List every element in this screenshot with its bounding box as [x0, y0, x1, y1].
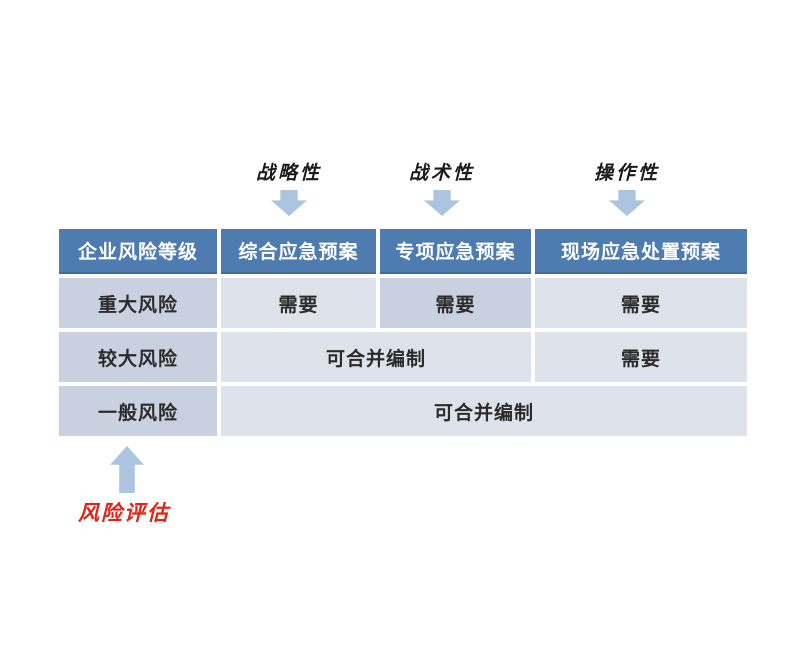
row-major-cell-special: 需要 — [380, 278, 531, 328]
down-arrow-icon — [271, 190, 307, 216]
header-risk-level: 企业风险等级 — [59, 229, 217, 274]
row-general-risk-level: 一般风险 — [59, 386, 217, 436]
row-major-risk-level: 重大风险 — [59, 278, 217, 328]
operational-label: 操作性 — [593, 162, 660, 184]
header-onsite-plan: 现场应急处置预案 — [535, 229, 747, 274]
down-arrow-icon — [424, 190, 460, 216]
up-arrow-icon — [110, 446, 144, 493]
down-arrow-icon — [609, 190, 645, 216]
annotation-operational: 操作性 — [562, 158, 692, 216]
strategic-label: 战略性 — [255, 162, 322, 184]
header-comprehensive-plan: 综合应急预案 — [221, 229, 376, 274]
annotation-strategic: 战略性 — [224, 158, 354, 216]
row-major-cell-comprehensive: 需要 — [221, 278, 376, 328]
tactical-label: 战术性 — [408, 162, 475, 184]
risk-matrix-table: 企业风险等级 综合应急预案 专项应急预案 现场应急处置预案 重大风险 需要 需要… — [59, 229, 747, 436]
row-major-cell-onsite: 需要 — [535, 278, 747, 328]
row-larger-cell-onsite: 需要 — [535, 332, 747, 382]
row-general-cell-merged: 可合并编制 — [221, 386, 747, 436]
row-larger-risk-level: 较大风险 — [59, 332, 217, 382]
annotation-tactical: 战术性 — [377, 158, 507, 216]
risk-assessment-label: 风险评估 — [78, 500, 170, 525]
row-larger-cell-merged: 可合并编制 — [221, 332, 531, 382]
header-special-plan: 专项应急预案 — [380, 229, 531, 274]
